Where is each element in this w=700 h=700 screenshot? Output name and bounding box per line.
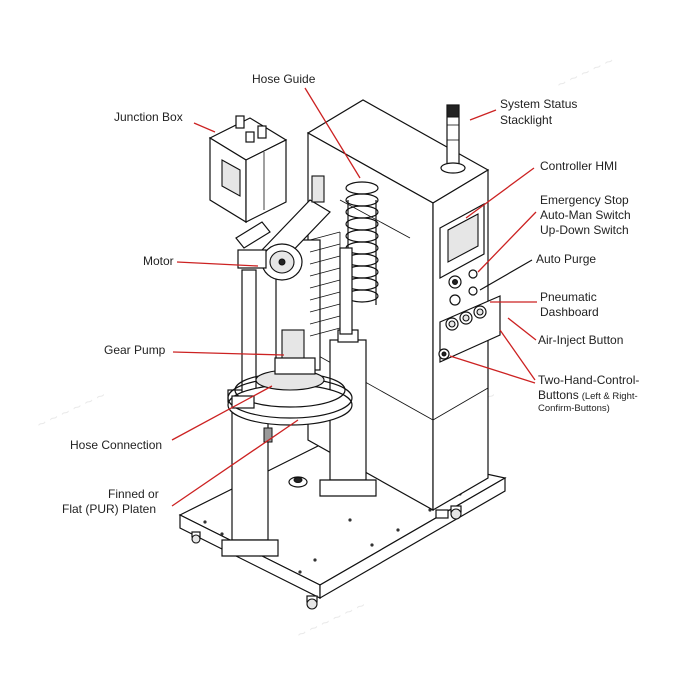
label-confirm-buttons: Confirm-Buttons): [538, 403, 610, 414]
svg-text:~ ~ ~ ~ ~ ~: ~ ~ ~ ~ ~ ~: [35, 387, 109, 434]
label-buttons-note: (Left & Right-: [582, 391, 638, 402]
label-finned-or: Finned or: [108, 487, 159, 501]
caster-wheels: [191, 505, 462, 610]
base-fitting: [288, 476, 308, 488]
motor: [235, 175, 331, 281]
label-dashboard: Dashboard: [540, 305, 599, 319]
platen: [227, 369, 353, 426]
label-motor: Motor: [143, 254, 174, 268]
leader-lines: [171, 87, 537, 507]
label-system-status: System Status: [500, 97, 577, 111]
label-up-down-switch: Up-Down Switch: [540, 223, 629, 237]
label-stacklight: Stacklight: [500, 113, 553, 127]
pneumatic-dashboard: [439, 295, 501, 363]
label-auto-man-switch: Auto-Man Switch: [540, 208, 631, 222]
svg-text:~ ~ ~ ~ ~: ~ ~ ~ ~ ~: [555, 53, 617, 94]
label-emergency-stop: Emergency Stop: [540, 193, 629, 207]
label-junction-box: Junction Box: [114, 110, 183, 124]
pump-tower: [274, 231, 341, 375]
callout-labels: Hose Guide Junction Box System Status St…: [62, 72, 639, 516]
label-buttons: Buttons(Left & Right-: [538, 388, 638, 402]
junction-box: [208, 115, 288, 224]
label-pneumatic: Pneumatic: [540, 290, 597, 304]
label-air-inject-button: Air-Inject Button: [538, 333, 623, 347]
label-hose-guide: Hose Guide: [252, 72, 316, 86]
label-two-hand-control: Two-Hand-Control-: [538, 373, 639, 387]
stacklight: [440, 104, 466, 174]
svg-text:~ ~ ~ ~ ~ ~: ~ ~ ~ ~ ~ ~: [295, 597, 369, 644]
controller-hmi: [439, 202, 485, 280]
label-flat-pur-platen: Flat (PUR) Platen: [62, 502, 156, 516]
label-gear-pump: Gear Pump: [104, 343, 166, 357]
two-hand-button: [438, 348, 450, 360]
label-auto-purge: Auto Purge: [536, 252, 596, 266]
label-controller-hmi: Controller HMI: [540, 159, 617, 173]
control-switches: [448, 269, 478, 306]
label-buttons-main: Buttons: [538, 388, 579, 402]
label-hose-connection: Hose Connection: [70, 438, 162, 452]
